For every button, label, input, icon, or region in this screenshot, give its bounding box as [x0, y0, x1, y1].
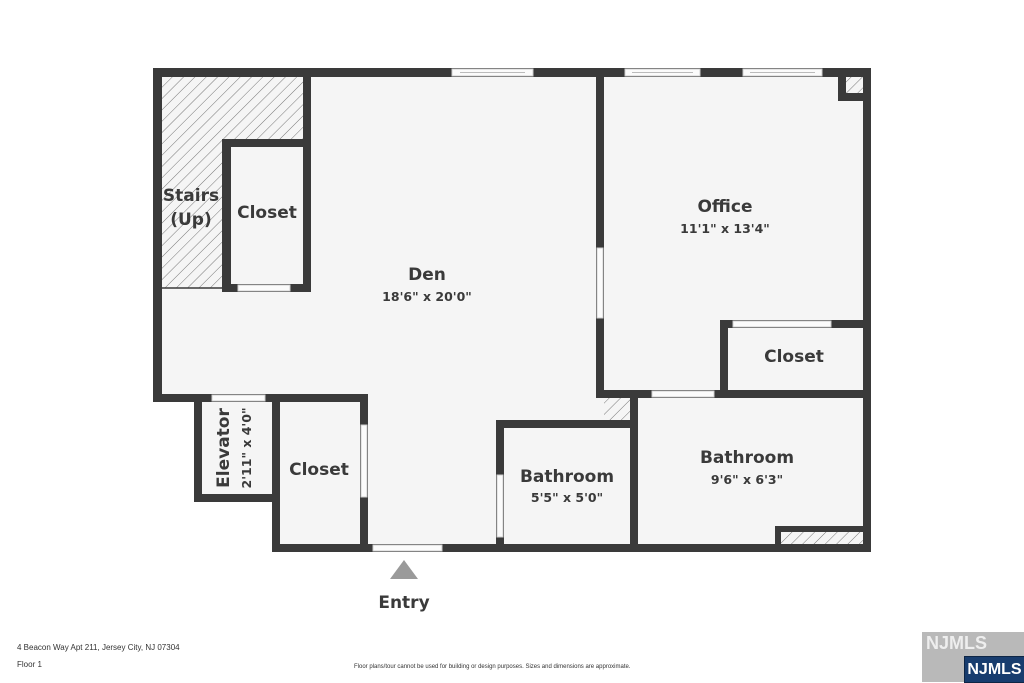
bathroom-small-dimensions: 5'5" x 5'0": [531, 490, 603, 505]
bathroom-small-label: Bathroom: [520, 467, 614, 487]
closet-top-label: Closet: [237, 203, 297, 223]
floor-label: Floor 1: [17, 660, 42, 669]
office-label: Office: [697, 197, 752, 217]
stairs-label: Stairs: [163, 186, 219, 206]
cabinet-hatch: [781, 532, 863, 544]
address: 4 Beacon Way Apt 211, Jersey City, NJ 07…: [17, 643, 180, 652]
logo-front-text: NJMLS: [964, 656, 1024, 683]
closet-bottom-label: Closet: [289, 460, 349, 480]
shaft-hatch: [604, 398, 630, 420]
doorway: [360, 424, 368, 498]
den-dimensions: 18'6" x 20'0": [382, 289, 472, 304]
disclaimer: Floor plans/tour cannot be used for buil…: [354, 664, 631, 670]
stairs-label-2: (Up): [170, 210, 212, 230]
closet-floor: [231, 147, 303, 284]
bathroom-large-dimensions: 9'6" x 6'3": [711, 472, 783, 487]
doorway: [496, 474, 504, 538]
openings: [211, 68, 832, 552]
entry-label: Entry: [378, 593, 429, 613]
elevator-dimensions: 2'11" x 4'0": [239, 408, 254, 489]
shaft-hatch: [846, 77, 863, 93]
den-label: Den: [408, 265, 446, 285]
logo-back-text: NJMLS: [926, 633, 988, 653]
doorway: [732, 320, 832, 328]
doorway: [651, 390, 715, 398]
doorway: [237, 284, 291, 292]
entry-door: [372, 544, 443, 552]
office-closet-label: Closet: [764, 347, 824, 367]
elevator-label: Elevator: [214, 408, 234, 488]
doorway: [211, 394, 266, 402]
njmls-logo: NJMLS NJMLS: [922, 632, 1024, 683]
office-dimensions: 11'1" x 13'4": [680, 221, 770, 236]
elevator-floor: [200, 400, 276, 496]
entry-arrow-icon: [390, 560, 418, 579]
bathroom-large-label: Bathroom: [700, 448, 794, 468]
doorway: [596, 247, 604, 319]
